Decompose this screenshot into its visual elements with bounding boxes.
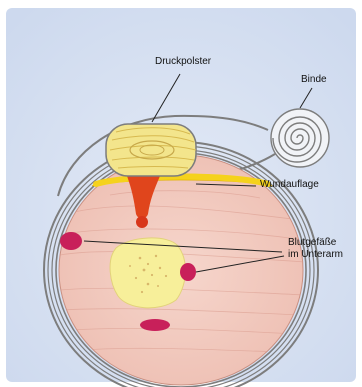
label-blood-vessels-line2: im Unterarm <box>288 249 343 261</box>
label-pressure-pad: Druckpolster <box>155 56 211 68</box>
pressure-pad-icon <box>106 124 196 176</box>
blood-vessel-bottom <box>140 319 170 331</box>
label-blood-vessels: Blutgefäße im Unterarm <box>288 237 343 261</box>
label-wound-dressing: Wundauflage <box>260 179 319 191</box>
bandage-roll-icon <box>271 109 329 167</box>
label-bandage: Binde <box>301 74 327 86</box>
label-blood-vessels-line1: Blutgefäße <box>288 237 343 249</box>
blood-vessel-right <box>180 263 196 281</box>
bone-marrow <box>110 238 185 308</box>
wound-drop <box>136 216 148 228</box>
blood-vessel-left <box>60 232 82 250</box>
